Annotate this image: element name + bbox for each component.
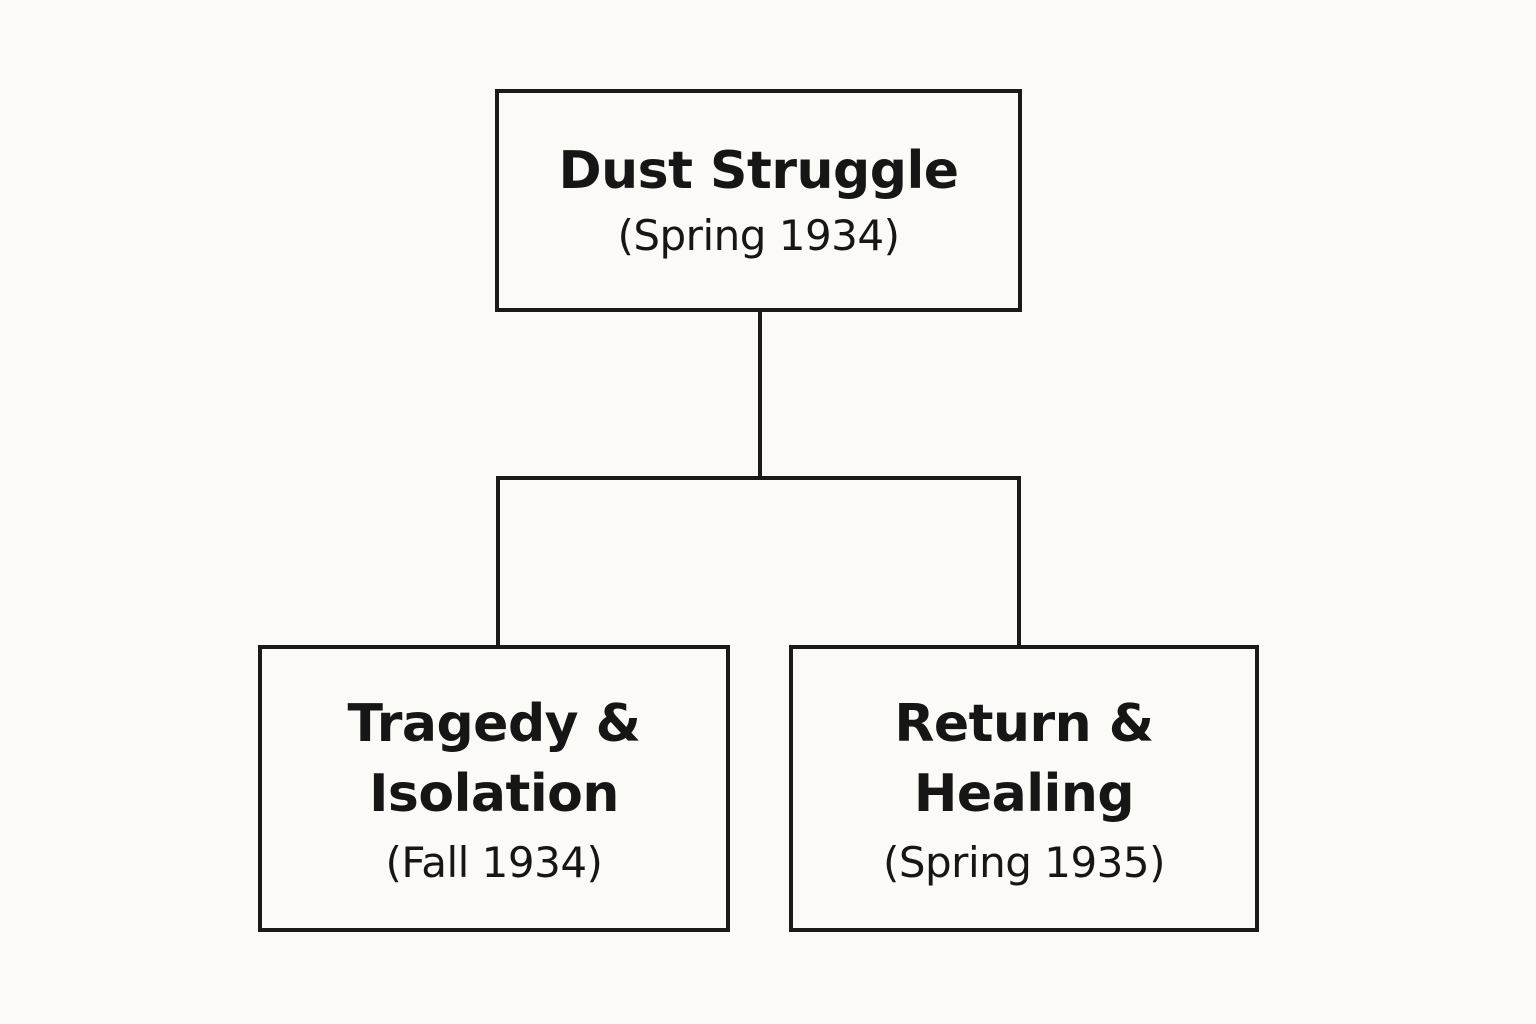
node-period: (Spring 1935) (882, 837, 1166, 887)
node-dust-struggle: Dust Struggle (Spring 1934) (495, 89, 1022, 312)
node-period: (Spring 1934) (617, 210, 900, 260)
node-period: (Fall 1934) (385, 837, 603, 887)
node-title-line-1: Return & (894, 693, 1154, 754)
node-tragedy-isolation: Tragedy & Isolation (Fall 1934) (258, 645, 730, 932)
connector-right-drop (1017, 476, 1021, 649)
node-return-healing: Return & Healing (Spring 1935) (789, 645, 1259, 932)
connector-left-drop (496, 476, 500, 649)
node-title: Dust Struggle (558, 140, 959, 201)
connector-horizontal-bar (496, 476, 1021, 480)
connector-root-stem (758, 308, 762, 480)
node-title-line-2: Healing (913, 763, 1135, 824)
node-title-line-2: Isolation (369, 763, 619, 824)
node-title-line-1: Tragedy & (347, 693, 641, 754)
